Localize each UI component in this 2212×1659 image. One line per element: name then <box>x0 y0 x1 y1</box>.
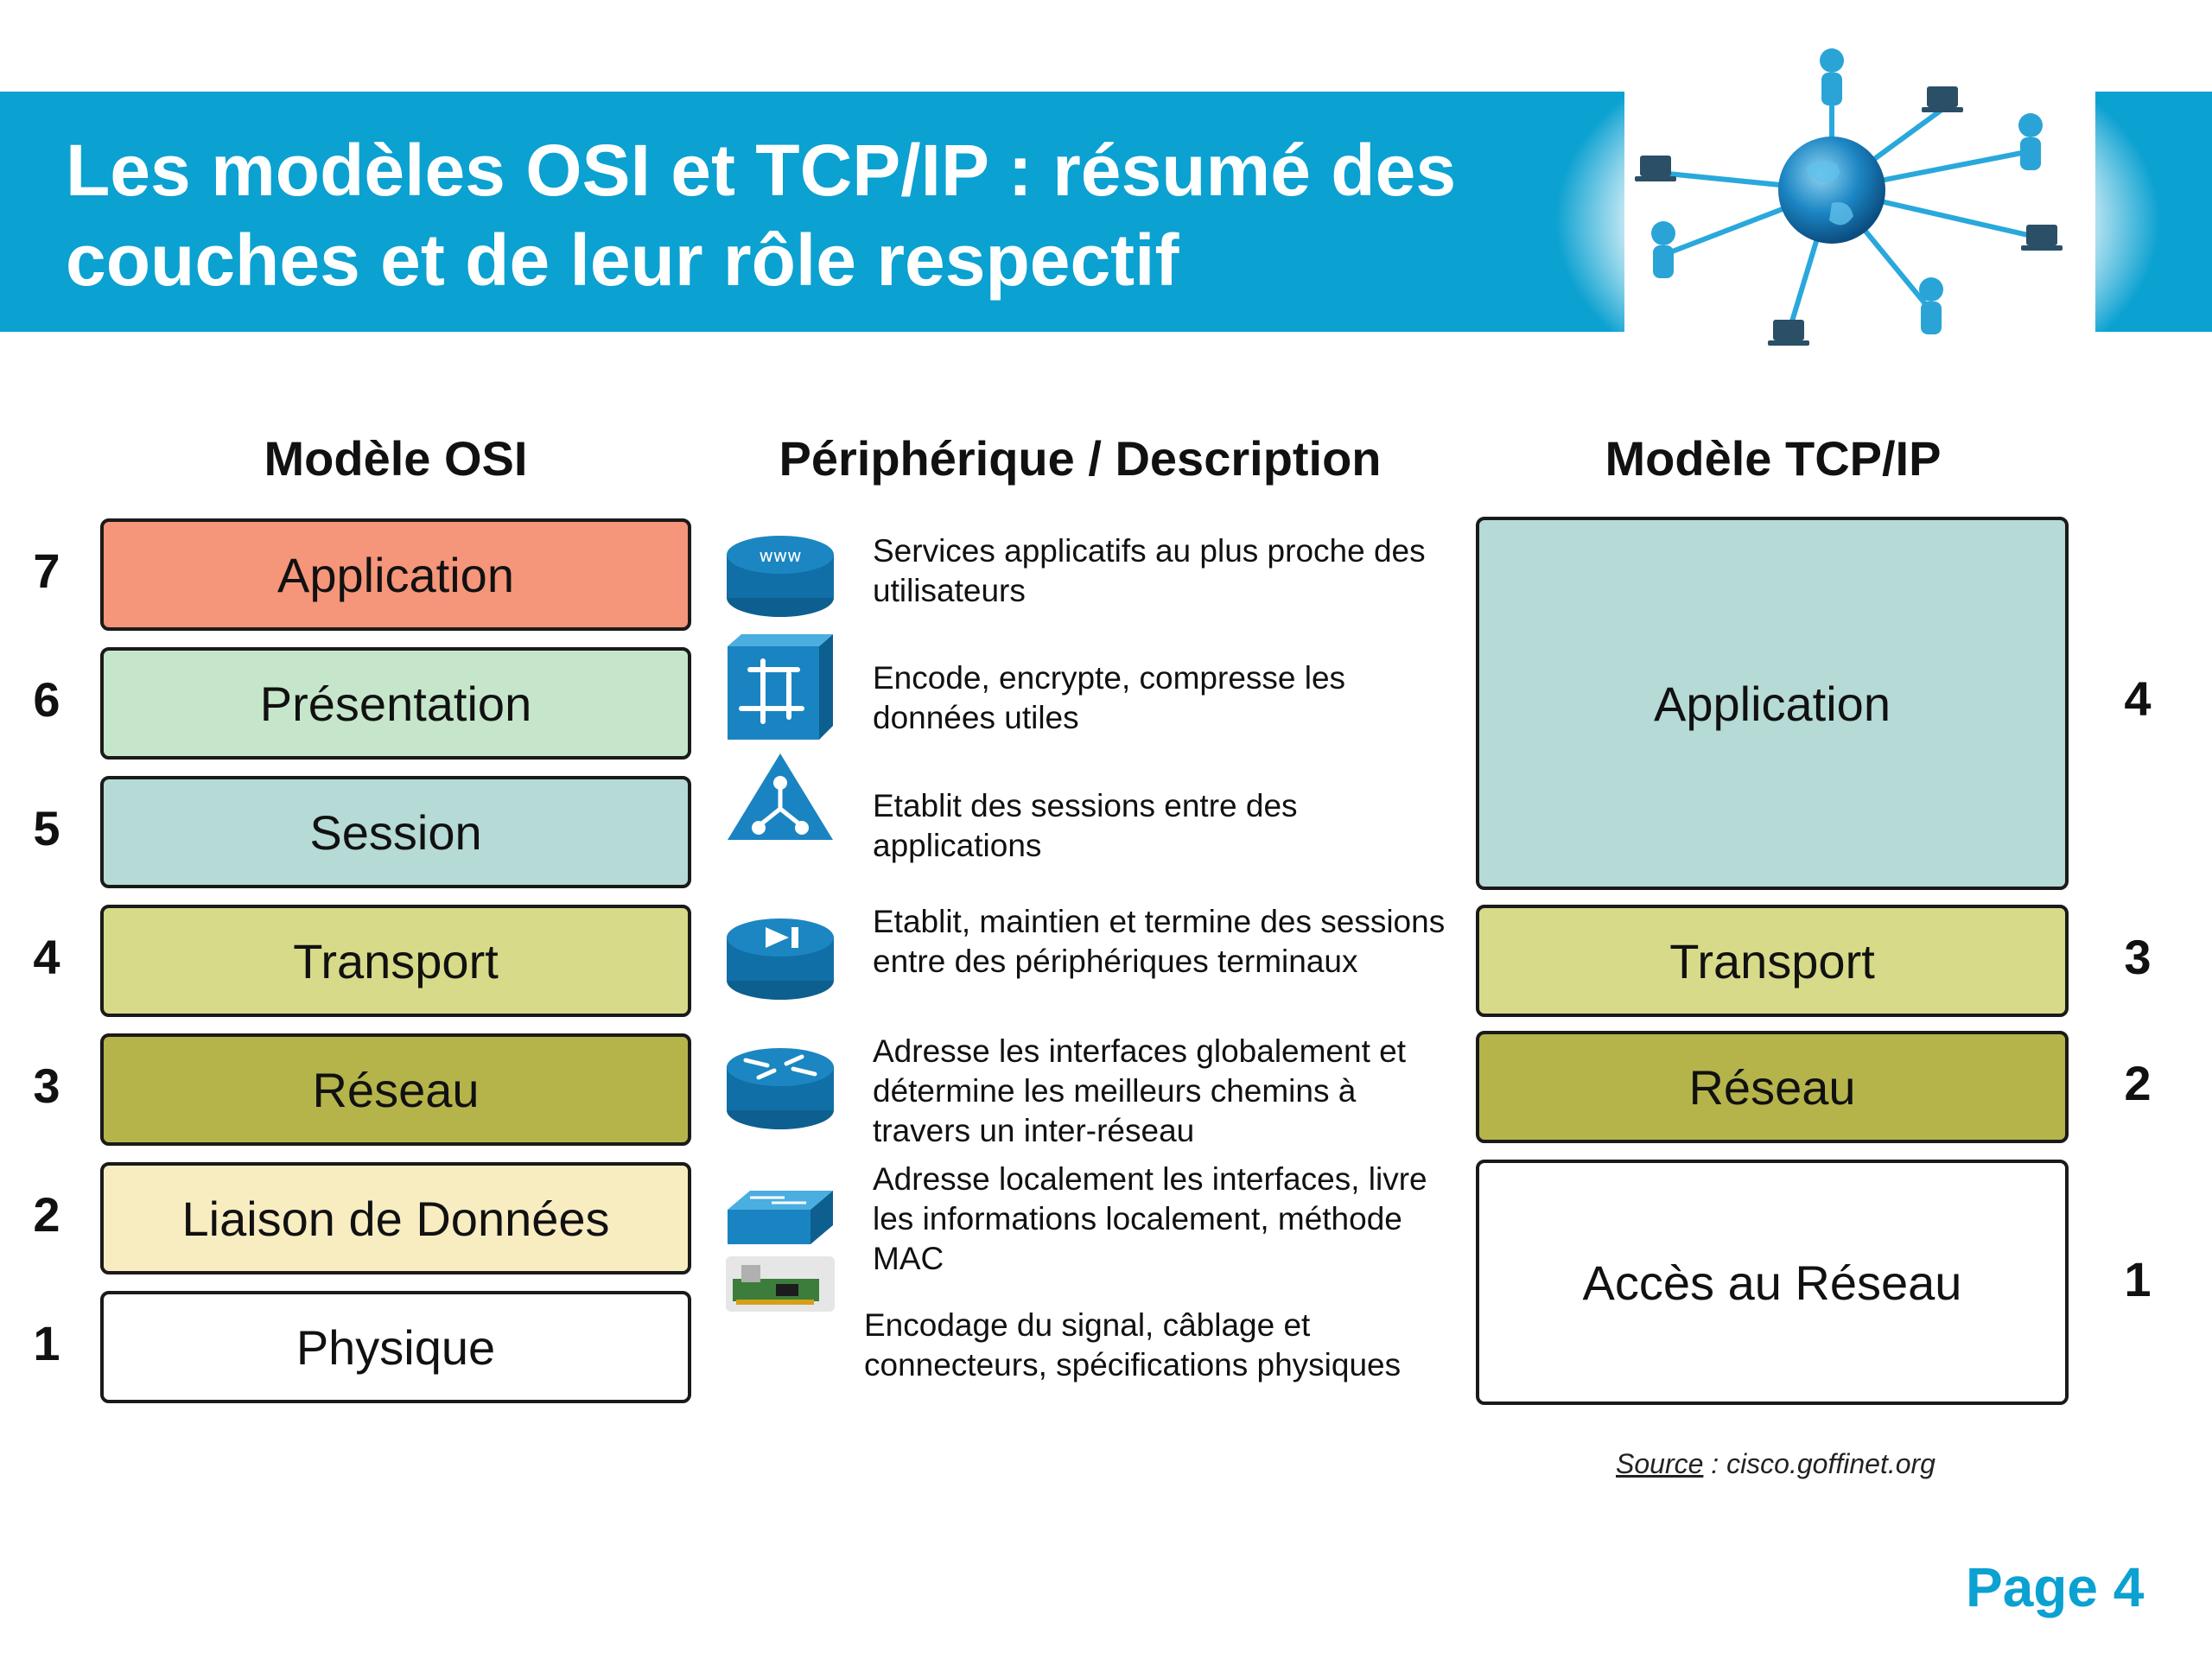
osi-layer-number: 4 <box>33 930 60 984</box>
osi-layer-application: Application <box>100 518 691 631</box>
page-title-line-2: couches et de leur rôle respectif <box>66 219 1179 301</box>
tcpip-layer-number: 1 <box>2124 1252 2152 1306</box>
tcpip-layer-internet: Réseau <box>1476 1031 2069 1143</box>
description-session: Etablit des sessions entre des applicati… <box>873 788 1298 863</box>
description-network: Adresse les interfaces globalement et dé… <box>873 1033 1407 1148</box>
network-globe-illustration <box>1555 26 2160 415</box>
source-credit: Source : cisco.goffinet.org <box>1616 1448 1936 1480</box>
www-server-icon: www <box>727 536 834 617</box>
osi-layer-session: Session <box>100 776 691 888</box>
osi-layer-presentation: Présentation <box>100 647 691 760</box>
osi-layer-number: 1 <box>33 1316 60 1370</box>
tcpip-layer-application: Application <box>1476 517 2069 890</box>
description-presentation: Encode, encrypte, compresse les données … <box>873 660 1346 735</box>
session-triangle-icon <box>728 753 833 840</box>
osi-layer-number: 6 <box>33 672 60 727</box>
source-label: Source <box>1616 1448 1704 1479</box>
page-number: Page 4 <box>1966 1556 2145 1618</box>
header-banner <box>0 92 1624 332</box>
osi-layer-number: 7 <box>33 543 60 598</box>
transport-device-icon <box>727 918 834 1000</box>
presentation-device-icon <box>728 634 833 740</box>
description-transport: Etablit, maintien et termine des session… <box>873 904 1446 979</box>
description-data-link: Adresse localement les interfaces, livre… <box>873 1161 1427 1276</box>
tcpip-layer-number: 3 <box>2124 930 2152 984</box>
tcpip-layer-number: 4 <box>2124 671 2152 726</box>
switch-icon <box>728 1191 833 1244</box>
network-card-icon <box>726 1256 835 1312</box>
tcpip-layer-number: 2 <box>2124 1056 2152 1110</box>
osi-column-header: Modèle OSI <box>264 431 528 486</box>
router-icon <box>727 1048 834 1129</box>
osi-layer-number: 5 <box>33 801 60 855</box>
osi-layer-number: 3 <box>33 1058 60 1113</box>
description-physical: Encodage du signal, câblage et connecteu… <box>864 1307 1402 1382</box>
page-title-line-1: Les modèles OSI et TCP/IP : résumé des <box>66 130 1457 211</box>
tcpip-layer-network-access: Accès au Réseau <box>1476 1160 2069 1405</box>
page-title: Les modèles OSI et TCP/IP : résumé des c… <box>66 125 1535 305</box>
osi-layer-transport: Transport <box>100 905 691 1017</box>
device-column-header: Périphérique / Description <box>779 431 1382 486</box>
tcpip-layer-transport: Transport <box>1476 905 2069 1017</box>
osi-layer-data-link: Liaison de Données <box>100 1162 691 1274</box>
osi-layer-number: 2 <box>33 1187 60 1242</box>
osi-layer-network: Réseau <box>100 1033 691 1146</box>
tcpip-column-header: Modèle TCP/IP <box>1605 431 1942 486</box>
description-application: Services applicatifs au plus proche des … <box>873 533 1426 608</box>
svg-text:www: www <box>759 545 801 566</box>
osi-layer-physical: Physique <box>100 1291 691 1403</box>
source-value: : cisco.goffinet.org <box>1703 1448 1936 1479</box>
